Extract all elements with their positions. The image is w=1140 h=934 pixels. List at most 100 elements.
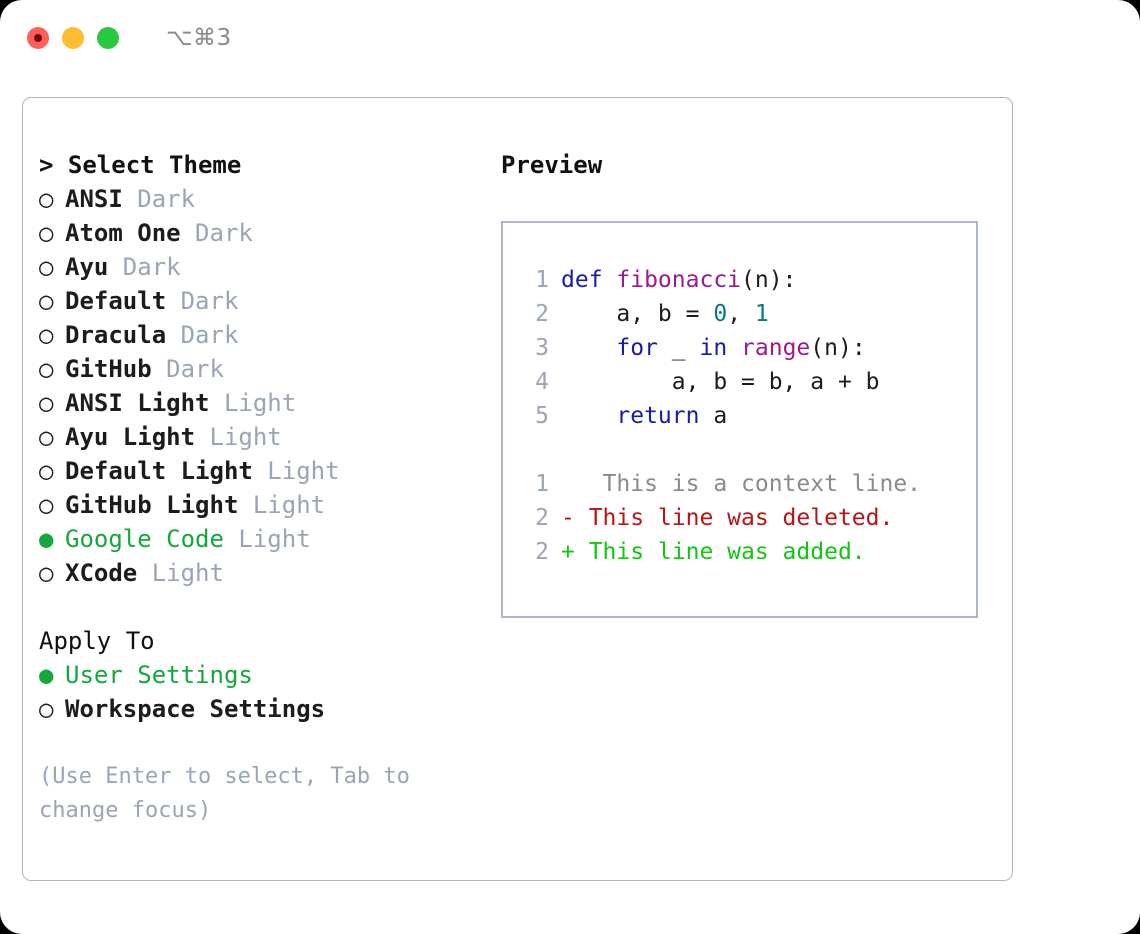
line-number: 1 [535, 267, 549, 293]
code-token: in [699, 335, 728, 361]
theme-option-label: Google Code [65, 525, 224, 553]
code-token [561, 403, 616, 429]
diff-sample: 1 This is a context line. 2 - This line wa… [517, 467, 976, 569]
theme-option-category: Light [137, 559, 224, 587]
theme-option[interactable]: ○ XCode Light [39, 556, 494, 590]
preview-heading: Preview [501, 151, 603, 179]
select-theme-heading: > Select Theme [39, 151, 242, 179]
title-bar: ⌥⌘3 [0, 0, 1140, 76]
diff-line-text: - This line was deleted. [561, 505, 894, 531]
theme-option-category: Light [209, 389, 297, 417]
line-number: 3 [535, 335, 549, 361]
close-button[interactable] [27, 27, 49, 49]
radio-unselected-icon: ○ [39, 185, 54, 213]
theme-option-category: Dark [180, 219, 253, 247]
theme-option[interactable]: ○ Default Light Light [39, 454, 494, 488]
diff-line-text: This is a context line. [561, 471, 922, 497]
apply-to-option[interactable]: ●User Settings [39, 658, 494, 692]
theme-option-label: Ayu Light [65, 423, 196, 451]
code-line: 3 for _ in range(n): [517, 331, 976, 365]
radio-unselected-icon: ○ [39, 457, 54, 485]
theme-option[interactable]: ○Ayu Dark [39, 250, 494, 284]
radio-unselected-icon: ○ [39, 559, 54, 587]
theme-option-category: Light [252, 457, 340, 485]
code-token: for [616, 335, 658, 361]
zoom-button[interactable] [97, 27, 119, 49]
radio-unselected-icon: ○ [39, 491, 54, 519]
radio-selected-icon: ● [39, 525, 54, 553]
radio-unselected-icon: ○ [39, 389, 54, 417]
main-panel: > Select Theme ○ANSI Dark○Atom One Dark○… [22, 97, 1013, 881]
radio-unselected-icon: ○ [39, 253, 54, 281]
apply-to-option[interactable]: ○Workspace Settings [39, 692, 494, 726]
theme-option-category: Light [238, 491, 326, 519]
radio-unselected-icon: ○ [39, 695, 54, 723]
code-line: 2 a, b = 0, 1 [517, 297, 976, 331]
theme-option[interactable]: ○ Ayu Light Light [39, 420, 494, 454]
theme-option-label: ANSI [65, 185, 123, 213]
theme-list: ○ ANSI Dark ○ Atom One Dark ○ Ayu Dark ○ Defaul… [39, 182, 494, 590]
theme-option[interactable]: ○ GitHub Dark [39, 352, 494, 386]
code-token: (n): [741, 267, 797, 293]
minimize-button[interactable] [62, 27, 84, 49]
theme-option[interactable]: ○ ANSI Dark [39, 182, 494, 216]
theme-option-category: Light [195, 423, 282, 451]
theme-option[interactable]: ○ Default Dark [39, 284, 494, 318]
theme-option[interactable]: ○GitHub Light Light [39, 488, 494, 522]
code-line: 1 def fibonacci(n): [517, 263, 976, 297]
radio-unselected-icon: ○ [39, 219, 54, 247]
code-token: def [561, 267, 617, 293]
code-token: _ [657, 335, 700, 361]
theme-option-category: Light [223, 525, 311, 553]
traffic-lights [27, 27, 119, 49]
code-token: a [699, 403, 728, 429]
diff-line: 2+ This line was added. [517, 535, 976, 569]
code-token: , [727, 301, 755, 327]
theme-option[interactable]: ○ ANSI Light Light [39, 386, 494, 420]
radio-unselected-icon: ○ [39, 423, 54, 451]
line-number: 1 [535, 471, 549, 497]
theme-option[interactable]: ○ Dracula Dark [39, 318, 494, 352]
apply-to-option-label: User Settings [65, 661, 253, 689]
theme-option-category: Dark [166, 287, 239, 315]
code-token: a, b = b, a + b [561, 369, 880, 395]
code-line: 4 a, b = b, a + b [517, 365, 976, 399]
code-token [561, 335, 616, 361]
theme-option-label: Default [65, 287, 167, 315]
diff-line-text: + This line was added. [561, 539, 866, 565]
keyboard-hint: (Use Enter to select, Tab to change focu… [39, 764, 410, 823]
theme-option-label: Ayu [65, 253, 109, 281]
code-line: 5 return a [517, 399, 976, 433]
radio-unselected-icon: ○ [39, 287, 54, 315]
code-token: fibonacci [616, 267, 742, 293]
theme-option-category: Dark [122, 185, 196, 213]
theme-option-label: GitHub [65, 355, 152, 383]
line-number: 2 [535, 301, 549, 327]
theme-option-label: XCode [65, 559, 138, 587]
theme-option-category: Dark [166, 321, 239, 349]
keyboard-shortcut-label: ⌥⌘3 [166, 25, 232, 51]
theme-option-label: Atom One [65, 219, 181, 247]
code-token: return [616, 403, 700, 429]
theme-option-label: Default Light [65, 457, 253, 485]
apply-to-list: ●User Settings○Workspace Settings [39, 658, 494, 726]
line-number: 5 [535, 403, 549, 429]
code-token: 1 [754, 301, 769, 327]
radio-unselected-icon: ○ [39, 355, 54, 383]
line-number: 2 [535, 505, 549, 531]
theme-option-category: Dark [151, 355, 224, 383]
code-token [727, 335, 741, 361]
line-number: 4 [535, 369, 549, 395]
theme-option[interactable]: ○ Atom One Dark [39, 216, 494, 250]
apply-to-heading: Apply To [39, 627, 155, 655]
theme-option[interactable]: ● Google Code Light [39, 522, 494, 556]
radio-unselected-icon: ○ [39, 321, 54, 349]
code-token: range [741, 335, 811, 361]
theme-option-label: ANSI Light [65, 389, 210, 417]
theme-option-label: Dracula [65, 321, 167, 349]
code-token: (n): [810, 335, 866, 361]
